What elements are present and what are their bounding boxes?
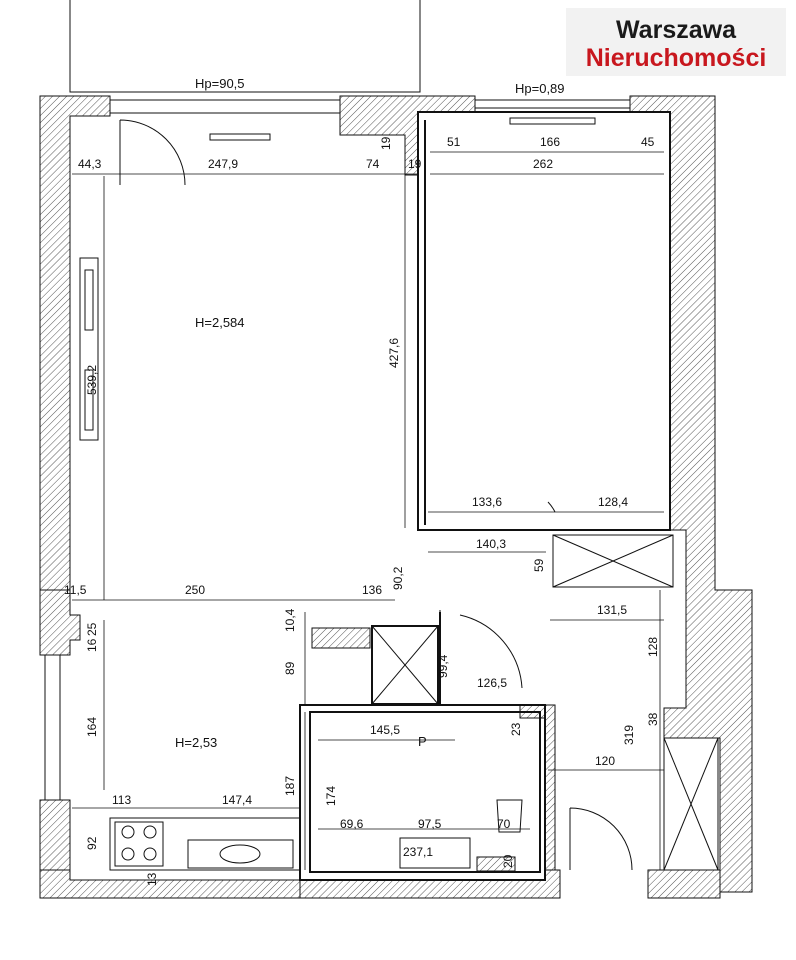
dim-120: 120 (595, 754, 615, 768)
dim-59: 59 (532, 558, 546, 572)
balcony (69, 0, 421, 93)
walls (39, 95, 753, 899)
dim-133-6: 133,6 (472, 495, 502, 509)
dim-147-4: 147,4 (222, 793, 252, 807)
dim-38: 38 (646, 712, 660, 726)
dim-187: 187 (283, 776, 297, 796)
cabinets (79, 257, 719, 871)
dim-90-2: 90,2 (391, 566, 405, 590)
kitchen-area-height: H=2,53 (175, 735, 217, 750)
dim-97-5: 97,5 (418, 817, 442, 831)
window-height-bedroom: Hp=0,89 (515, 81, 565, 96)
dim-20: 20 (501, 854, 515, 868)
dim-69-6: 69,6 (340, 817, 364, 831)
dim-89: 89 (283, 661, 297, 675)
living-room-height: H=2,584 (195, 315, 245, 330)
dim-45: 45 (641, 135, 655, 149)
dim-128: 128 (646, 637, 660, 657)
dim-126-5: 126,5 (477, 676, 507, 690)
doors (119, 119, 633, 871)
dim-13: 13 (145, 872, 159, 886)
dim-74: 74 (366, 157, 380, 171)
dim-319: 319 (622, 725, 636, 745)
windows (44, 99, 630, 800)
bathroom-fixtures (399, 799, 523, 872)
dim-23: 23 (509, 722, 523, 736)
partitions (299, 111, 671, 881)
dim-99-4: 99,4 (436, 654, 450, 678)
dim-10-4: 10,4 (283, 608, 297, 632)
dimension-lines (72, 136, 664, 870)
dim-539-2: 539,2 (85, 365, 99, 395)
dim-427-6: 427,6 (387, 338, 401, 368)
dim-174: 174 (324, 786, 338, 806)
dim-250: 250 (185, 583, 205, 597)
dim-128-4: 128,4 (598, 495, 628, 509)
dim-113: 113 (112, 793, 131, 807)
dim-70: 70 (497, 817, 511, 831)
logo-city: Warszawa (616, 16, 736, 44)
dim-247-9: 247,9 (208, 157, 238, 171)
dim-44-3: 44,3 (78, 157, 102, 171)
dim-136: 136 (362, 583, 382, 597)
dim-51: 51 (447, 135, 461, 149)
dim-16: 16 (85, 638, 99, 652)
dim-25: 25 (85, 622, 99, 636)
dim-166: 166 (540, 135, 560, 149)
kitchen-counter (109, 817, 301, 871)
dim-140-3: 140,3 (476, 537, 506, 551)
dim-237-1: 237,1 (403, 845, 433, 859)
bath-label: P (418, 734, 427, 749)
logo: Warszawa Nieruchomości (566, 8, 786, 76)
dim-92: 92 (85, 836, 99, 850)
dim-11-5: 11,5 (64, 583, 87, 597)
window-height-living: Hp=90,5 (195, 76, 245, 91)
logo-brand: Nieruchomości (585, 44, 767, 72)
dim-131-5: 131,5 (597, 603, 627, 617)
dim-262: 262 (533, 157, 553, 171)
dim-19-a: 19 (379, 136, 393, 150)
dim-145-5: 145,5 (370, 723, 400, 737)
dim-164: 164 (85, 717, 99, 737)
dim-19-b: 19 (408, 157, 422, 171)
